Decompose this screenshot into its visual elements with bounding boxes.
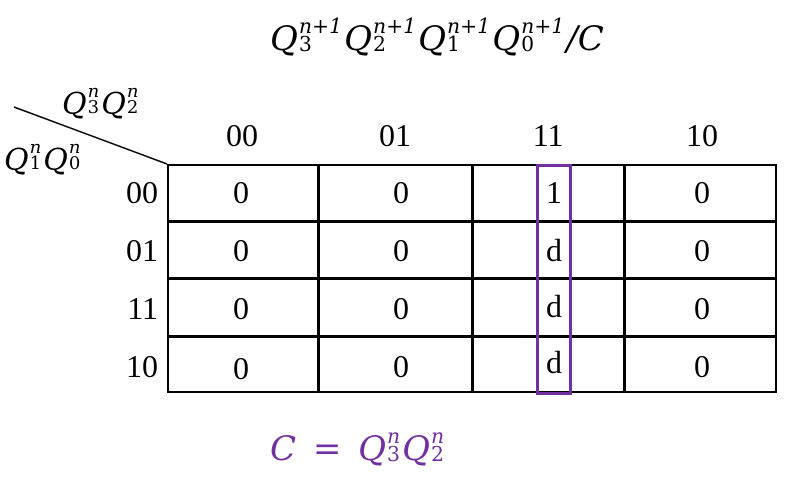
equation-operator: = <box>312 429 342 469</box>
row-header-00: 00 <box>126 174 158 210</box>
grouping-highlight-box <box>536 164 572 395</box>
cell-r01-c10: 0 <box>694 232 710 268</box>
column-header-00: 00 <box>226 117 258 153</box>
cell-r10-c01: 0 <box>393 348 409 384</box>
cell-r00-c11: 1 <box>546 174 562 210</box>
cell-r11-c00: 0 <box>233 290 249 326</box>
row-header-11: 11 <box>127 290 158 326</box>
cell-r01-c00: 0 <box>233 232 249 268</box>
cell-r10-c10: 0 <box>694 348 710 384</box>
row-header-01: 01 <box>126 232 158 268</box>
cell-r10-c00: 0 <box>233 350 249 386</box>
equation-lhs: C <box>270 429 297 469</box>
cell-r00-c01: 0 <box>393 174 409 210</box>
cell-r01-c01: 0 <box>393 232 409 268</box>
cell-r00-c00: 0 <box>233 174 249 210</box>
grid-hline-1 <box>167 220 777 223</box>
cell-r00-c10: 0 <box>694 174 710 210</box>
column-header-10: 10 <box>686 117 718 153</box>
cell-r11-c11: d <box>546 288 562 324</box>
cell-r11-c01: 0 <box>393 290 409 326</box>
cell-r01-c11: d <box>546 232 562 268</box>
column-header-01: 01 <box>379 117 411 153</box>
column-header-11: 11 <box>532 117 564 153</box>
title-suffix: /C <box>566 19 604 59</box>
row-header-10: 10 <box>126 348 158 384</box>
grid-hline-2 <box>167 277 777 280</box>
cell-r11-c10: 0 <box>694 290 710 326</box>
cell-r10-c11: d <box>546 344 562 380</box>
grid-hline-3 <box>167 335 777 338</box>
